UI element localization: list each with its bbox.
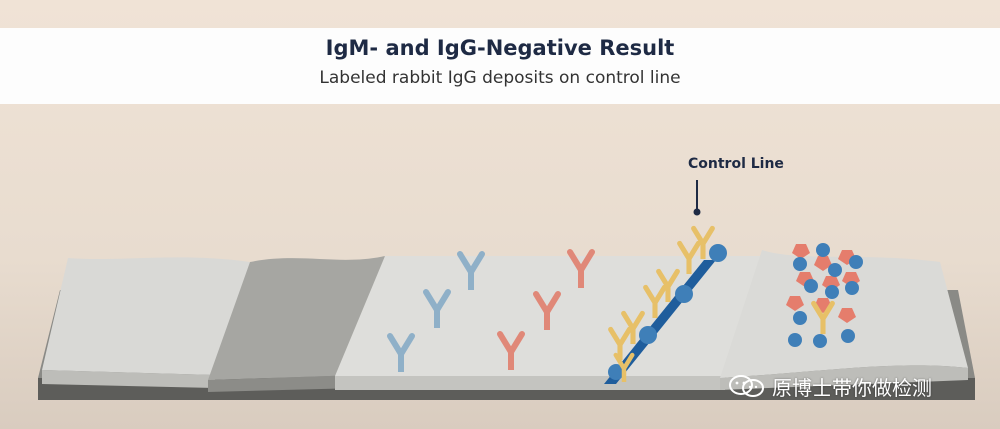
- page-subtitle: Labeled rabbit IgG deposits on control l…: [319, 68, 681, 88]
- header-band: IgM- and IgG-Negative Result Labeled rab…: [0, 28, 1000, 104]
- conjugate-pad: [208, 256, 385, 392]
- sample-pad: [42, 257, 250, 388]
- control-line-label: Control Line: [688, 156, 784, 172]
- wechat-icon: [729, 375, 764, 397]
- page-title: IgM- and IgG-Negative Result: [325, 36, 675, 60]
- watermark: 原博士带你做检测: [728, 372, 932, 400]
- control-line-pointer: [693, 180, 701, 216]
- antigen-cluster: [786, 243, 863, 348]
- watermark-text: 原博士带你做检测: [772, 375, 932, 400]
- bound-complexes: [608, 228, 727, 382]
